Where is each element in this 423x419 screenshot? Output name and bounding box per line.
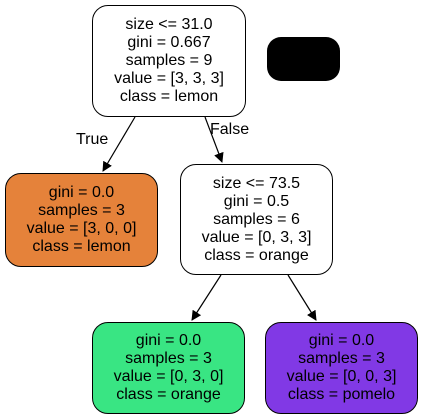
legend-box bbox=[267, 37, 340, 81]
tree-node-leaf-lemon: gini = 0.0 samples = 3 value = [3, 0, 0]… bbox=[5, 173, 158, 267]
node-line: size <= 73.5 bbox=[212, 174, 301, 192]
node-line: gini = 0.0 bbox=[135, 332, 202, 349]
edge-root-to-right bbox=[204, 116, 224, 163]
node-line: samples = 3 bbox=[125, 350, 212, 367]
node-line: value = [3, 3, 3] bbox=[114, 70, 224, 87]
node-line: samples = 6 bbox=[213, 210, 300, 228]
node-line: samples = 3 bbox=[298, 350, 385, 367]
tree-node-leaf-orange: gini = 0.0 samples = 3 value = [0, 3, 0]… bbox=[92, 322, 245, 414]
tree-node-leaf-pomelo: gini = 0.0 samples = 3 value = [0, 0, 3]… bbox=[265, 322, 418, 414]
node-line: gini = 0.0 bbox=[308, 332, 375, 349]
node-line: value = [0, 3, 3] bbox=[201, 228, 312, 246]
node-line: gini = 0.5 bbox=[223, 192, 290, 210]
edge-label-true: True bbox=[76, 131, 109, 148]
edge-right-to-pomelo bbox=[287, 274, 317, 321]
node-line: value = [0, 0, 3] bbox=[286, 368, 397, 385]
tree-node-root: size <= 31.0 gini = 0.667 samples = 9 va… bbox=[92, 5, 246, 117]
node-line: class = lemon bbox=[119, 88, 219, 105]
node-line: samples = 9 bbox=[125, 52, 213, 69]
edge-label-false: False bbox=[210, 121, 250, 138]
node-line: gini = 0.667 bbox=[127, 34, 211, 51]
tree-node-split-right: size <= 73.5 gini = 0.5 samples = 6 valu… bbox=[180, 164, 333, 275]
edge-root-to-left bbox=[102, 116, 136, 172]
node-line: size <= 31.0 bbox=[125, 16, 213, 33]
node-line: value = [0, 3, 0] bbox=[113, 368, 224, 385]
node-line: value = [3, 0, 0] bbox=[26, 220, 137, 237]
node-line: gini = 0.0 bbox=[48, 184, 115, 201]
edge-right-to-orange bbox=[191, 274, 222, 321]
node-line: class = orange bbox=[204, 246, 309, 264]
node-line: class = orange bbox=[116, 386, 221, 403]
node-line: class = lemon bbox=[32, 238, 131, 255]
node-line: samples = 3 bbox=[38, 202, 125, 219]
node-line: class = pomelo bbox=[287, 386, 396, 403]
